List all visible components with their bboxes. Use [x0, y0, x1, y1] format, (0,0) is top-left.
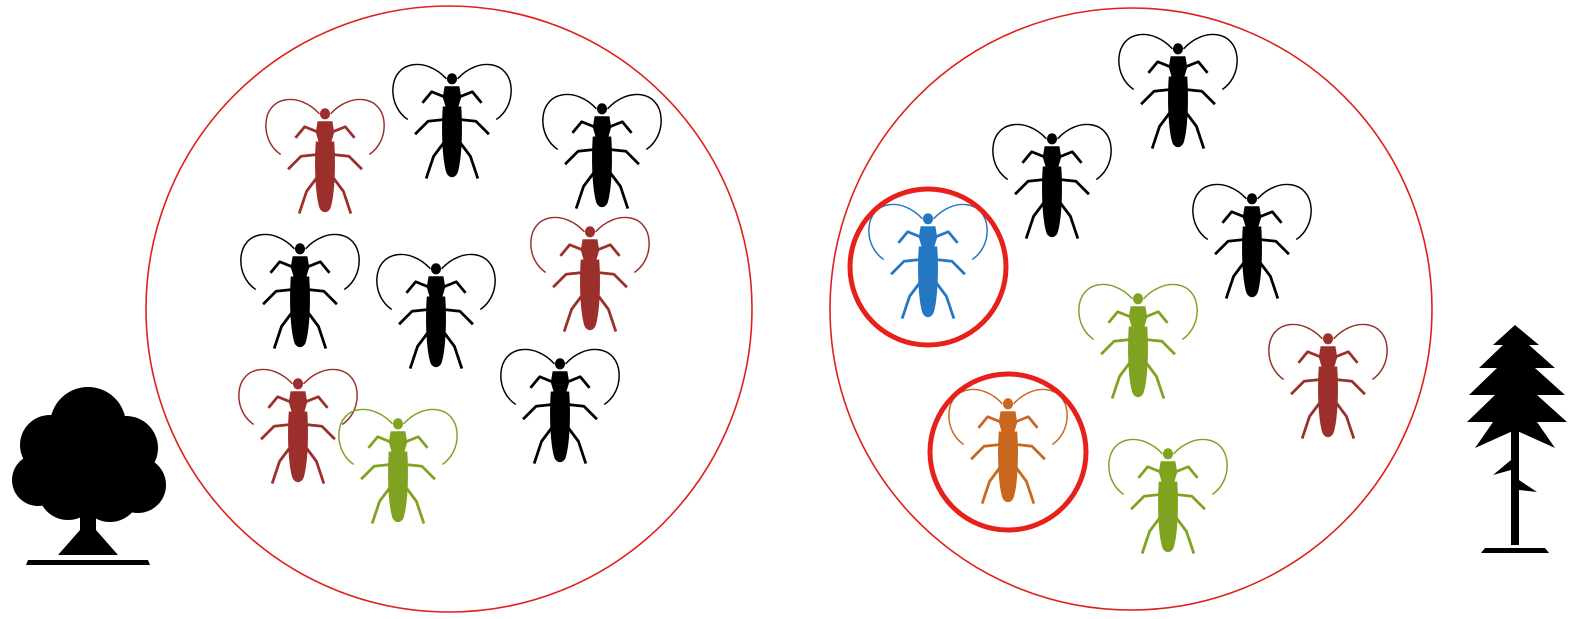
- broadleaf-tree-icon: [12, 387, 166, 565]
- right-beetle-r2: [993, 124, 1111, 238]
- right-beetle-r7: [949, 389, 1067, 503]
- community-left-beetles: [239, 64, 661, 523]
- left-beetle-l6: [531, 217, 649, 331]
- right-beetle-r3: [869, 204, 987, 318]
- right-beetle-r4: [1193, 184, 1311, 298]
- left-beetle-l5: [377, 254, 495, 368]
- left-beetle-l3: [543, 94, 661, 208]
- left-beetle-l4: [241, 234, 359, 348]
- left-beetle-l8: [339, 409, 457, 523]
- right-beetle-r8: [1109, 439, 1227, 553]
- community-right-beetles: [850, 34, 1387, 553]
- left-beetle-l2: [393, 64, 511, 178]
- right-beetle-r6: [1269, 324, 1387, 438]
- conifer-tree-icon: [1467, 325, 1567, 553]
- left-beetle-l9: [501, 349, 619, 463]
- left-beetle-l1: [266, 99, 384, 213]
- right-beetle-r5: [1079, 284, 1197, 398]
- right-beetle-r1: [1119, 34, 1237, 148]
